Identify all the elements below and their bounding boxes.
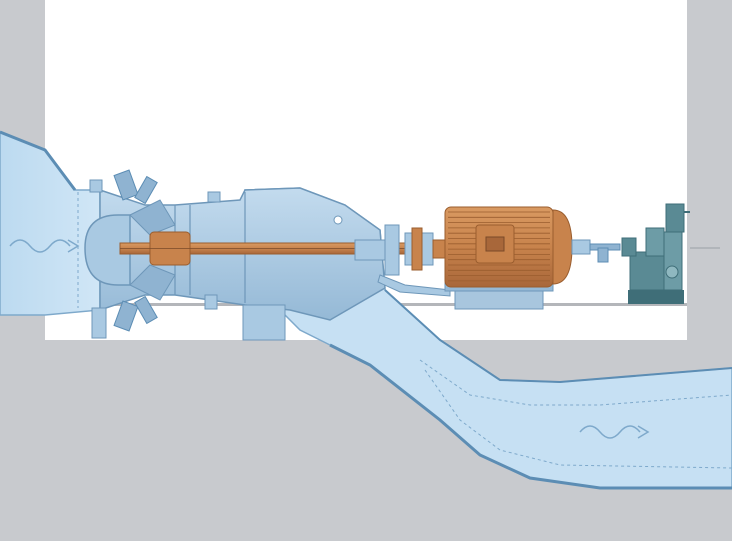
inlet-flow [9, 239, 80, 253]
hpu-filter [621, 237, 637, 257]
hpu-gauge-icon [665, 265, 679, 279]
outlet-flow [579, 425, 650, 439]
servo-lower-left [113, 300, 139, 332]
exciter-bracket [597, 247, 609, 263]
bracket-strut [377, 274, 451, 297]
top-flange-1 [89, 179, 103, 193]
seal-flange [384, 224, 400, 276]
arrow-head-icon [637, 425, 650, 439]
shaft-seal-bracket [354, 224, 451, 297]
draft-tube-upper-edge [384, 289, 732, 384]
intake-upper-edge [0, 130, 77, 191]
seal-housing [354, 239, 386, 261]
hpu-valve-block [645, 227, 665, 257]
hydraulic-power-unit [621, 203, 690, 304]
draft-tube-lower-edge [329, 343, 732, 490]
wavy-arrow-icon [579, 425, 641, 439]
servo-upper-right [134, 175, 158, 205]
wicket-gate-servo [113, 169, 158, 332]
draft-tube-dashed-top [419, 359, 732, 406]
servo-upper-left [113, 169, 139, 201]
shaft-coupling [404, 227, 448, 271]
servo-lower-right [134, 295, 158, 325]
arrow-head-icon [67, 239, 80, 253]
bottom-flange [204, 294, 218, 310]
top-flange-2 [207, 191, 221, 203]
hpu-accumulator [665, 203, 685, 233]
intake-support [91, 307, 107, 339]
wavy-arrow-icon [9, 239, 71, 253]
hpu-tank [629, 251, 667, 291]
generator [444, 206, 573, 310]
generator-end-cap [552, 209, 573, 285]
casing-support [242, 304, 286, 341]
draft-tube-dashed-bottom [424, 369, 732, 469]
exciter-coupling [571, 239, 591, 255]
hpu-base [628, 290, 684, 304]
exciter [571, 239, 621, 263]
coupling-disc [411, 227, 423, 271]
hpu-pump [663, 231, 683, 291]
inspection-port [333, 215, 343, 225]
intake-pipe [0, 131, 101, 316]
terminal-cover [485, 236, 505, 252]
